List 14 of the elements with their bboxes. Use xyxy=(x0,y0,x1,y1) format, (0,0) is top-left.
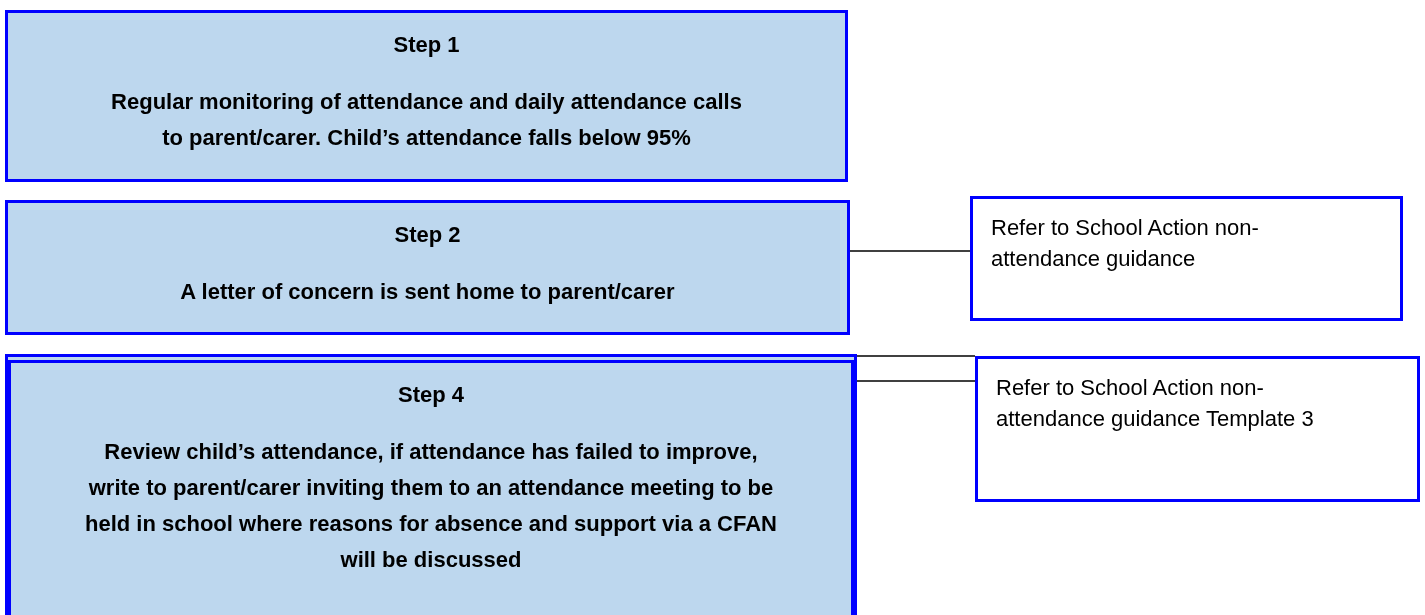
connector-line xyxy=(849,250,971,252)
step-box xyxy=(5,10,848,182)
connector-line xyxy=(856,355,976,357)
note-text: Refer to School Action non-attendance guidance xyxy=(991,214,1260,273)
step-heading: Step 1 xyxy=(393,32,460,58)
note-text: Refer to School Action non-attendance guidance Template 3 xyxy=(996,374,1315,433)
step-text: Review child’s attendance, if attendance has failed to improve, write to parent/carer inviting them to an attendance meeting to be held in school where reasons for absence and support via a CFAN will be discussed xyxy=(84,438,778,574)
step-heading: Step 4 xyxy=(398,382,464,408)
step-heading: Step 2 xyxy=(394,222,461,248)
step-text: Regular monitoring of attendance and daily attendance calls to parent/carer. Child’s attendance falls below 95% xyxy=(110,88,743,152)
step-box xyxy=(5,200,850,335)
step-text: A letter of concern is sent home to parent/carer xyxy=(180,278,675,306)
note-box xyxy=(975,356,1420,502)
note-box xyxy=(970,196,1403,321)
